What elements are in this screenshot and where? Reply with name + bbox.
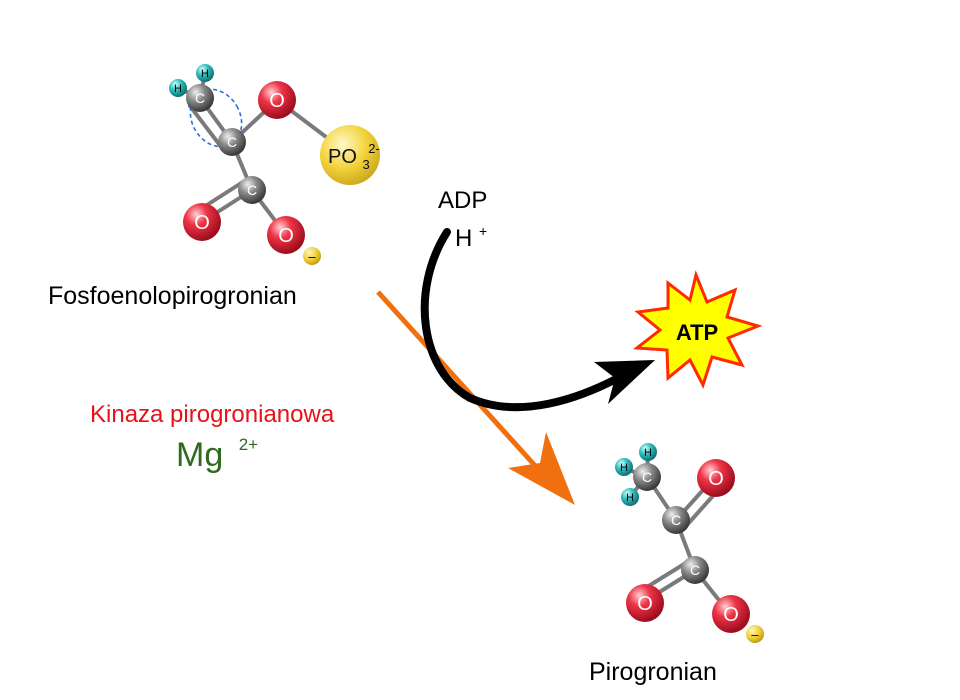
- svg-text:H +: H +: [455, 223, 487, 252]
- svg-text:H: H: [620, 462, 628, 474]
- atp-burst: ATP: [632, 270, 763, 389]
- svg-text:O: O: [637, 593, 653, 615]
- reactant-atom-c2: C: [218, 128, 246, 156]
- svg-text:Mg 2+: Mg 2+: [176, 435, 258, 474]
- adp-label: ADP: [438, 187, 487, 214]
- proton-label: H: [455, 225, 472, 252]
- main-arrow-shaft: [376, 290, 550, 482]
- svg-text:C: C: [642, 469, 652, 485]
- reactant-atom-o-carboxylate: O: [267, 216, 305, 254]
- phosphate-sphere: [320, 125, 380, 185]
- reactant-atom-o-carbonyl: O: [183, 203, 221, 241]
- svg-text:–: –: [751, 627, 759, 642]
- coupled-arrow-head: [594, 360, 655, 404]
- svg-text:O: O: [278, 225, 294, 247]
- svg-text:H: H: [174, 83, 182, 95]
- product-atom-c2: C: [662, 506, 690, 534]
- atp-star: [632, 270, 763, 389]
- phosphoenolpyruvate-molecule: PO 3 2- C C C H H O: [169, 64, 380, 265]
- product-name: Pirogronian: [589, 658, 717, 686]
- svg-text:O: O: [723, 604, 739, 626]
- svg-text:C: C: [690, 562, 700, 578]
- main-arrow-head: [508, 432, 575, 505]
- reactant-atom-c3: C: [238, 176, 266, 204]
- svg-text:C: C: [195, 90, 205, 106]
- svg-text:C: C: [247, 182, 257, 198]
- cofactor-charge: 2+: [239, 435, 258, 454]
- reactant-atom-h1: H: [169, 79, 187, 97]
- atp-label: ATP: [676, 320, 718, 345]
- product-negative-charge: –: [746, 625, 764, 643]
- phosphate-label: PO: [328, 146, 357, 168]
- product-atom-o-carbonyl: O: [626, 584, 664, 622]
- product-atom-h2: H: [639, 443, 657, 461]
- pyruvate-molecule: C C C H H H O O: [615, 443, 764, 643]
- phosphate-superscript: 2-: [368, 141, 380, 156]
- product-atom-o-carboxylate: O: [712, 595, 750, 633]
- svg-text:O: O: [708, 468, 724, 490]
- coupled-arrow: [420, 228, 655, 412]
- coupled-arrow-curve: [420, 228, 622, 412]
- reactant-negative-charge: –: [303, 247, 321, 265]
- svg-text:H: H: [201, 68, 209, 80]
- enzyme-name: Kinaza pirogronianowa: [90, 401, 335, 428]
- proton-charge: +: [479, 223, 487, 239]
- svg-text:O: O: [269, 90, 285, 112]
- product-atom-o-ketone: O: [697, 459, 735, 497]
- svg-text:H: H: [644, 447, 652, 459]
- phosphate-group: PO 3 2-: [320, 125, 380, 185]
- svg-text:H: H: [626, 492, 634, 504]
- cofactor-label: Mg: [176, 436, 223, 474]
- svg-text:C: C: [227, 134, 237, 150]
- svg-text:C: C: [671, 512, 681, 528]
- product-atom-c1: C: [633, 463, 661, 491]
- reactant-atom-c1: C: [186, 84, 214, 112]
- product-atom-h1: H: [615, 458, 633, 476]
- reactant-name: Fosfoenolopirogronian: [48, 282, 297, 310]
- bond-c1-c2-b: [188, 104, 224, 150]
- main-reaction-arrow: [376, 290, 575, 505]
- reactant-atom-o-bridge: O: [258, 81, 296, 119]
- reactant-atom-h2: H: [196, 64, 214, 82]
- svg-text:–: –: [308, 249, 316, 264]
- svg-text:PO 3 2-: PO 3 2-: [328, 141, 380, 174]
- product-atom-h3: H: [621, 488, 639, 506]
- product-atom-c3: C: [681, 556, 709, 584]
- svg-text:O: O: [194, 212, 210, 234]
- phosphate-subscript: 3: [362, 157, 369, 172]
